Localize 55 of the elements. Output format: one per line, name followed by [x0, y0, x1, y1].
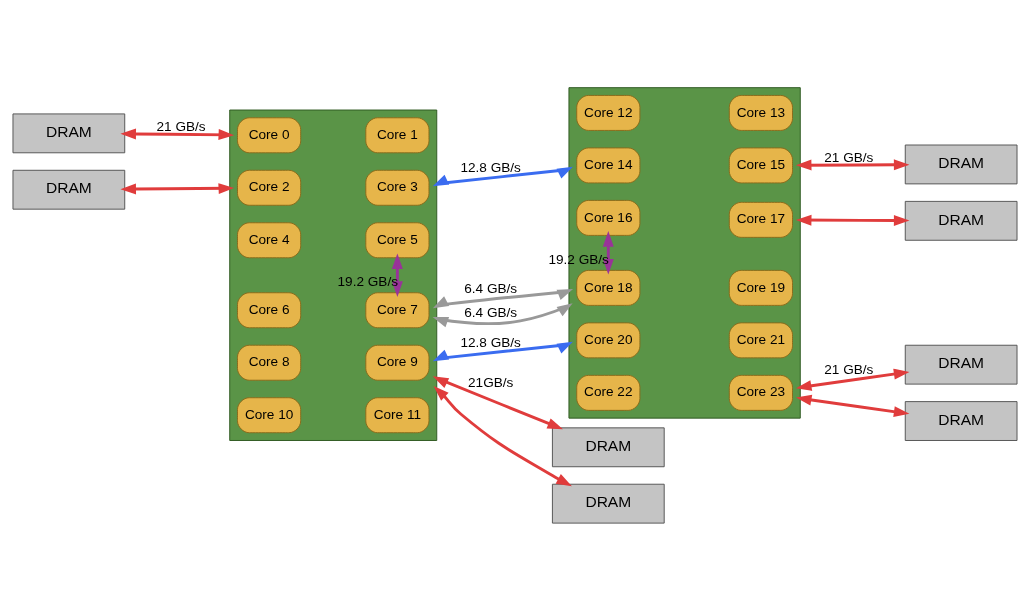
- node-box: Core 20: [576, 322, 641, 359]
- node-box: Core 1: [365, 117, 430, 154]
- node-box: Core 23: [728, 374, 793, 411]
- node-box: Core 12: [576, 94, 641, 131]
- edge-label: 21 GB/s: [156, 118, 206, 134]
- edge-label: 6.4 GB/s: [464, 305, 518, 321]
- node-box: Core 9: [365, 344, 430, 381]
- edge-label: 12.8 GB/s: [460, 160, 521, 176]
- arrow: [795, 394, 910, 418]
- node-box: Core 16: [576, 199, 641, 236]
- node-box: DRAM: [904, 344, 1018, 385]
- node-box: Core 6: [237, 292, 302, 329]
- node-box: Core 8: [237, 344, 302, 381]
- node-box: Core 5: [365, 222, 430, 259]
- node-box: Core 22: [576, 374, 641, 411]
- arrow: [120, 128, 235, 140]
- arrow: [433, 385, 572, 487]
- node-box: Core 21: [728, 322, 793, 359]
- arrow: [432, 341, 573, 362]
- arrow: [432, 289, 574, 309]
- node-box: Core 15: [728, 147, 793, 184]
- node-box: Core 19: [728, 269, 793, 306]
- arrow: [432, 303, 573, 328]
- node-box: Core 18: [576, 269, 641, 306]
- edge-label: 12.8 GB/s: [460, 335, 521, 351]
- edge-label: 21 GB/s: [824, 361, 874, 377]
- arrow: [391, 253, 403, 297]
- arrow: [432, 166, 573, 187]
- cluster: [229, 109, 438, 441]
- node-box: DRAM: [12, 113, 126, 154]
- node-box: DRAM: [551, 427, 665, 468]
- arrow: [432, 376, 563, 430]
- node-box: Core 14: [576, 147, 641, 184]
- node-box: DRAM: [12, 169, 126, 210]
- edge-label: 21 GB/s: [824, 149, 874, 165]
- node-box: Core 10: [237, 397, 302, 434]
- arrow: [602, 231, 614, 275]
- node-box: Core 11: [365, 397, 430, 434]
- node-box: DRAM: [904, 144, 1018, 185]
- node-box: Core 0: [237, 117, 302, 154]
- node-box: DRAM: [904, 200, 1018, 241]
- arrow: [795, 159, 910, 171]
- node-box: Core 2: [237, 169, 302, 206]
- arrow: [120, 183, 235, 195]
- edge-label: 21GB/s: [468, 375, 514, 391]
- node-box: Core 17: [728, 201, 793, 238]
- node-box: Core 4: [237, 222, 302, 259]
- arrow: [795, 214, 910, 226]
- node-box: Core 7: [365, 292, 430, 329]
- node-box: Core 13: [728, 94, 793, 131]
- node-box: DRAM: [551, 483, 665, 524]
- node-box: Core 3: [365, 169, 430, 206]
- node-box: DRAM: [904, 401, 1018, 441]
- arrow: [795, 368, 910, 391]
- edge-label: 6.4 GB/s: [464, 280, 518, 296]
